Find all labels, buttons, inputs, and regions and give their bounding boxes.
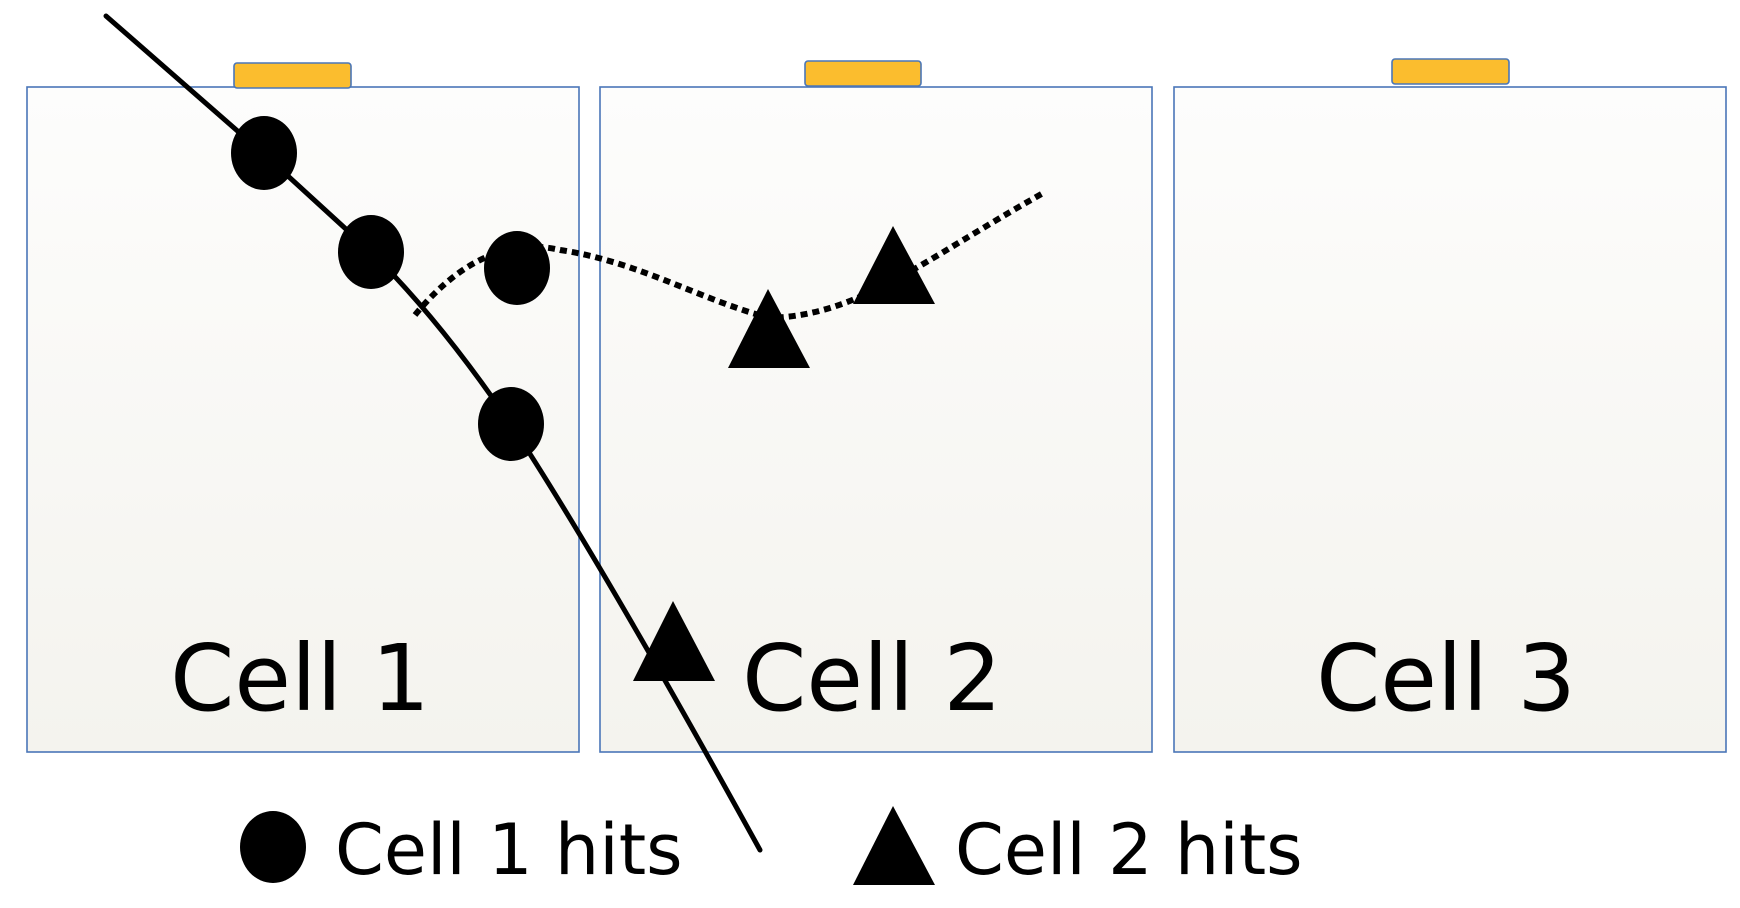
cell-2-hit-triangle xyxy=(728,289,810,368)
legend-label-cell-2-hits: Cell 2 hits xyxy=(955,809,1303,891)
cell-3-box xyxy=(1173,86,1727,753)
cell-3-label: Cell 3 xyxy=(1316,625,1576,732)
circle-icon xyxy=(240,811,306,883)
legend: Cell 1 hits Cell 2 hits xyxy=(240,806,1303,891)
cell-2-pad xyxy=(804,60,922,87)
cell-2-hit-triangle xyxy=(853,226,935,304)
cell-3-pad xyxy=(1391,58,1510,85)
cell-1-label: Cell 1 xyxy=(170,625,430,732)
cell-3: Cell 3 xyxy=(1173,58,1727,753)
cell-1-hit-circle xyxy=(484,231,550,305)
cell-1-hit-circle xyxy=(231,116,297,190)
cell-1-pad xyxy=(233,62,352,89)
cell-1-hit-circle xyxy=(478,387,544,461)
legend-label-cell-1-hits: Cell 1 hits xyxy=(335,809,683,891)
cell-2-hit-triangle xyxy=(633,601,715,681)
triangle-icon xyxy=(853,806,935,885)
cell-1-hit-circle xyxy=(338,215,404,289)
cell-2-label: Cell 2 xyxy=(742,625,1002,732)
